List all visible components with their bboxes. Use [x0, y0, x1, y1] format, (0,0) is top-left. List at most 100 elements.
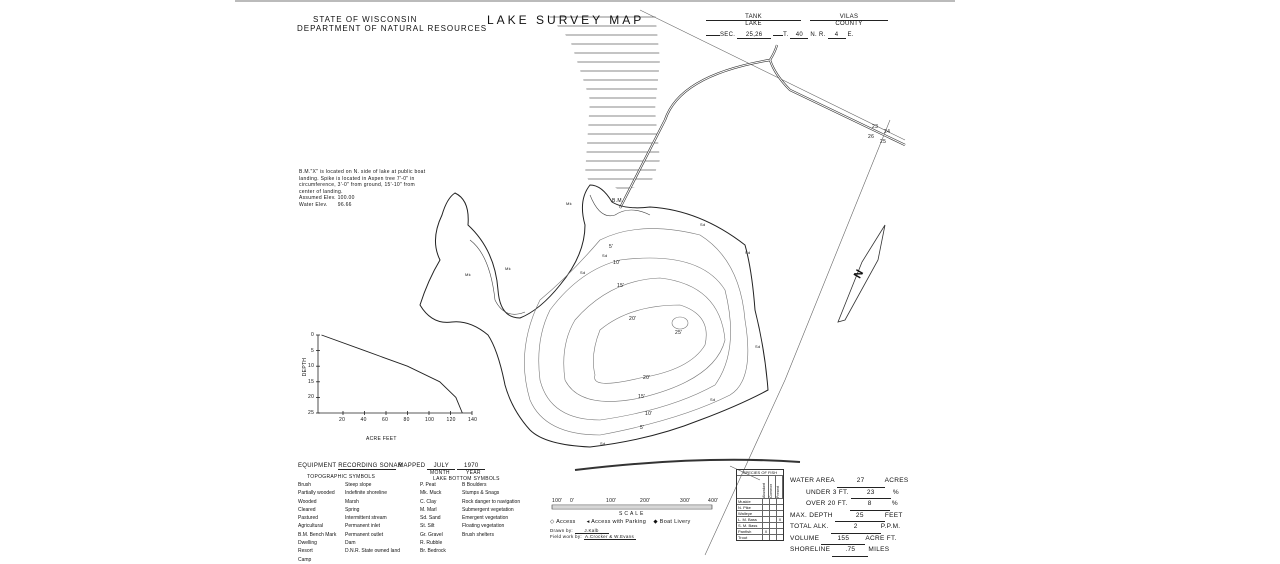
y-tick-label: 0 — [311, 332, 315, 338]
access-parking-label: Access with Parking — [591, 519, 647, 525]
fish-name: Muskie — [738, 499, 751, 504]
water-elev-label: Water Elev. — [299, 201, 328, 208]
contour-25 — [671, 316, 689, 330]
fish-mark — [776, 529, 783, 534]
access-road-center — [619, 44, 906, 209]
fish-mark: X — [776, 517, 783, 522]
x-tick-label: 100 — [425, 417, 435, 423]
contour-label: 15' — [617, 283, 625, 289]
section-number: 26 — [868, 134, 875, 140]
scale-tick-label: 0' — [570, 498, 575, 504]
fish-mark — [762, 499, 769, 504]
contour-label: 20' — [643, 375, 651, 381]
y-tick-label: 25 — [308, 410, 315, 416]
fish-column: Abundant — [762, 476, 769, 498]
legend-item: Wooded — [298, 498, 317, 505]
species-of-fish-table: SPECIES OF FISH Abundant Common Present … — [736, 469, 784, 541]
bottom-mark: Mk — [465, 272, 471, 277]
sec-value: 25,26 — [737, 32, 772, 39]
hatched-land-area — [545, 12, 660, 190]
fish-mark — [769, 517, 776, 522]
fish-mark — [769, 523, 776, 528]
county-name: VILAS — [810, 14, 888, 21]
topo-symbols-title: TOPOGRAPHIC SYMBOLS — [307, 474, 376, 480]
legend-item: Permanent inlet — [345, 523, 381, 530]
alk-unit: P.P.M. — [880, 523, 901, 530]
fish-table-header: Abundant Common Present — [737, 475, 783, 498]
legend-item: Marsh — [345, 498, 359, 505]
section-number: 23 — [872, 124, 879, 130]
scale-tick-label: 100' — [552, 498, 563, 504]
contour-label: 5' — [609, 244, 614, 250]
agency-line2: DEPARTMENT OF NATURAL RESOURCES — [297, 24, 488, 33]
month-label: MONTH — [430, 470, 450, 476]
section-line — [784, 119, 891, 381]
fish-row: N. Pike — [737, 504, 783, 510]
leader-line — [729, 465, 761, 481]
fish-row: Walleye — [737, 510, 783, 516]
equipment-label: EQUIPMENT — [298, 463, 337, 469]
legend-item: C. Clay — [420, 498, 437, 505]
bottom-mark: Sd — [710, 397, 716, 402]
legend-item: Cleared — [298, 506, 316, 513]
section-number: 24 — [884, 129, 891, 135]
legend-item: Dwelling — [298, 540, 317, 547]
boat-livery-label: Boat Livery — [659, 519, 691, 525]
bottom-mark: Sd — [755, 344, 761, 349]
mapped-label: MAPPED — [398, 463, 426, 469]
contour-10 — [538, 257, 731, 421]
field-work-label: Field work by: — [550, 534, 582, 539]
lake-name-field: TANK LAKE — [706, 14, 801, 27]
note-line: circumference, 3'-0" from ground, 15'-10… — [299, 182, 415, 188]
access-icon: ◇ — [550, 519, 555, 525]
legend-item: Resort — [298, 548, 313, 555]
under3-row: UNDER 3 FT. 23 % — [790, 488, 909, 499]
shoreline-unit: MILES — [868, 546, 890, 553]
equipment-line: EQUIPMENT RECORDING SONAR MAPPED JULY 19… — [298, 463, 486, 470]
section-number: 25 — [880, 139, 887, 145]
legend-item: B Boulders — [462, 482, 487, 488]
fish-mark — [776, 511, 783, 516]
fish-name: Walleye — [738, 511, 753, 516]
legend-item: Submergent vegetation — [462, 506, 514, 513]
bottom-mark: Sd — [580, 270, 586, 275]
legend-item: D.N.R. State owned land — [345, 548, 401, 555]
volume-value: 155 — [821, 534, 866, 545]
alk-label: TOTAL ALK. — [790, 523, 829, 530]
fish-mark — [769, 535, 776, 540]
legend-item: Intermittent stream — [345, 515, 387, 522]
fish-mark — [769, 511, 776, 516]
legend-item: Stumps & Snags — [462, 490, 500, 497]
x-tick-label: 60 — [382, 417, 389, 423]
shoreline-value: .75 — [832, 545, 869, 557]
legend-item: Agricultural — [298, 523, 324, 530]
marsh-boundary — [469, 194, 651, 315]
sec-label: SEC. — [720, 32, 736, 38]
legend-item: Dam — [345, 540, 356, 547]
contour-label: 25' — [675, 330, 683, 336]
field-work-by: Field work by: A.Crocker & W.Evans — [550, 534, 636, 540]
assumed-elev: 100.00 — [337, 195, 355, 201]
legend-item: Br. Bedrock — [420, 548, 446, 555]
fish-mark — [776, 499, 783, 504]
note-line: center of landing. — [299, 188, 343, 195]
fish-mark — [769, 529, 776, 534]
y-tick-label: 5 — [311, 347, 315, 354]
access-legend: ◇ Access ◂ Access with Parking ◆ Boat Li… — [550, 519, 691, 525]
legend-item: Camp — [298, 556, 312, 563]
drawn-by-label: Drawn by: — [550, 528, 573, 533]
fish-column: Common — [769, 476, 776, 498]
benchmark-note: B.M."X" is located on N. side of lake at… — [299, 169, 425, 208]
access-road — [619, 44, 906, 209]
fish-name: Panfish — [738, 529, 752, 534]
chart-xlabel: ACRE FEET — [366, 436, 397, 442]
contour-label: 15' — [638, 394, 646, 400]
